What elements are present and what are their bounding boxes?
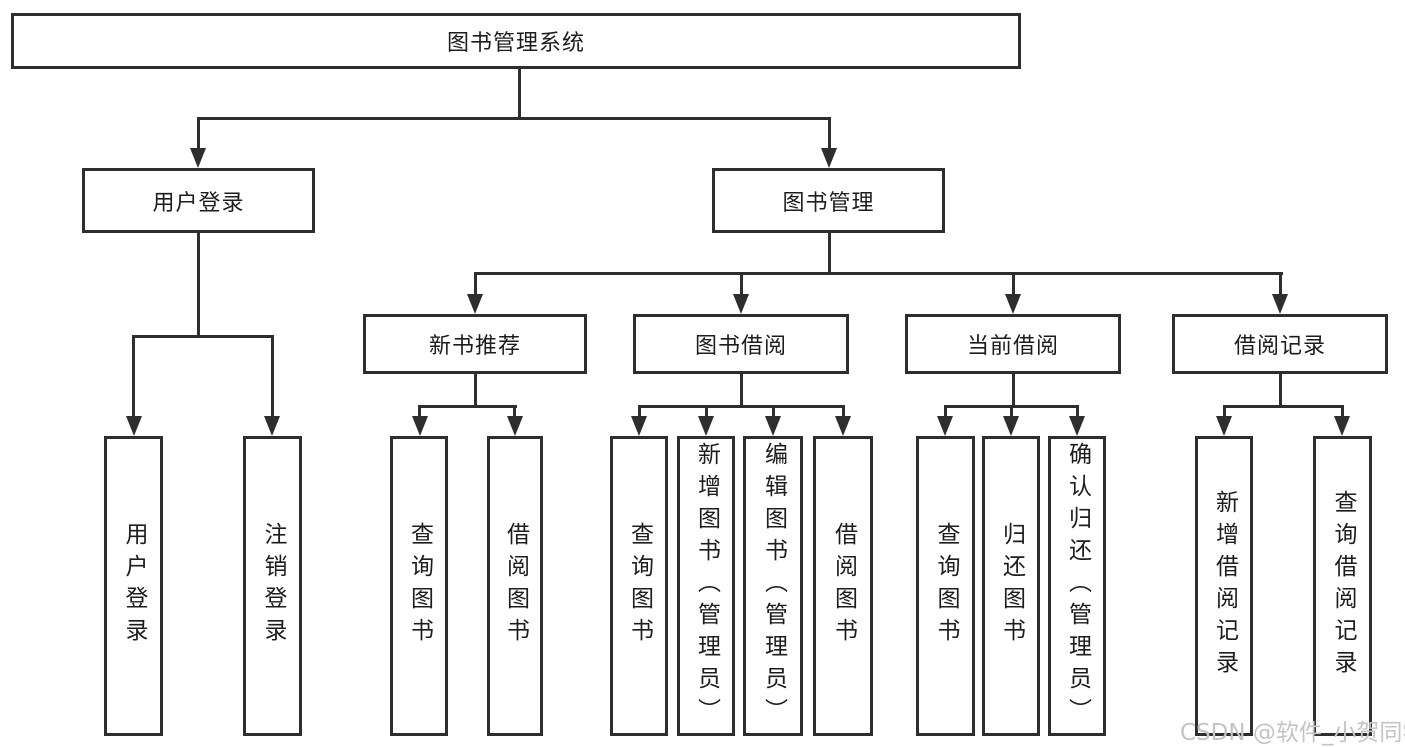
connector-segment <box>132 335 274 338</box>
leaf-return-book: 归还图书 <box>982 436 1040 736</box>
connector-segment <box>1076 405 1079 420</box>
node-book-management: 图书管理 <box>712 168 945 233</box>
arrow-down-icon <box>467 294 483 314</box>
leaf-logout-label: 注销登录 <box>260 522 286 650</box>
connector-segment <box>271 335 274 420</box>
leaf-query-books-borrowing-label: 查询图书 <box>626 522 653 650</box>
connector-segment <box>518 68 521 120</box>
arrow-down-icon <box>937 416 953 436</box>
arrow-down-icon <box>1003 416 1019 436</box>
leaf-query-books-current: 查询图书 <box>916 436 975 736</box>
arrow-down-icon <box>126 416 142 436</box>
node-library-management-system-label: 图书管理系统 <box>446 31 585 56</box>
arrow-down-icon <box>264 416 280 436</box>
leaf-edit-book-admin-label: 编辑图书（管理员） <box>760 442 787 730</box>
leaf-confirm-return-admin: 确认归还（管理员） <box>1048 436 1106 736</box>
arrow-down-icon <box>412 416 428 436</box>
node-library-management-system: 图书管理系统 <box>11 13 1021 69</box>
connector-segment <box>1012 272 1015 297</box>
leaf-borrow-books-recommend: 借阅图书 <box>487 436 543 736</box>
leaf-borrow-books-recommend-label: 借阅图书 <box>502 522 529 650</box>
connector-segment <box>513 405 516 420</box>
leaf-add-borrow-record: 新增借阅记录 <box>1195 436 1253 736</box>
arrow-down-icon <box>1272 294 1288 314</box>
leaf-query-books-recommend-label: 查询图书 <box>406 522 433 650</box>
leaf-user-login: 用户登录 <box>104 436 163 736</box>
connector-segment <box>132 335 135 420</box>
arrow-down-icon <box>1334 416 1350 436</box>
connector-segment <box>828 117 831 149</box>
connector-segment <box>474 374 477 408</box>
node-new-book-recommend-label: 新书推荐 <box>428 334 521 359</box>
connector-segment <box>418 405 517 408</box>
connector-segment <box>1223 405 1344 408</box>
node-user-login: 用户登录 <box>82 168 315 233</box>
connector-segment <box>740 374 743 408</box>
leaf-query-borrow-record-label: 查询借阅记录 <box>1330 490 1356 682</box>
leaf-return-book-label: 归还图书 <box>998 522 1025 650</box>
arrow-down-icon <box>821 148 837 168</box>
connector-segment <box>197 117 200 149</box>
arrow-down-icon <box>1216 416 1232 436</box>
connector-segment <box>474 272 1283 275</box>
arrow-down-icon <box>190 148 206 168</box>
arrow-down-icon <box>1005 294 1021 314</box>
csdn-watermark: CSDN @软件_小贺同学 <box>1180 720 1405 746</box>
connector-segment <box>1010 405 1013 420</box>
connector-segment <box>638 405 845 408</box>
connector-segment <box>944 405 947 420</box>
arrow-down-icon <box>733 294 749 314</box>
connector-segment <box>197 117 831 120</box>
connector-segment <box>474 272 477 297</box>
connector-segment <box>197 233 200 338</box>
connector-segment <box>705 405 708 420</box>
node-current-borrowing: 当前借阅 <box>905 314 1121 374</box>
connector-segment <box>740 272 743 297</box>
leaf-query-borrow-record: 查询借阅记录 <box>1313 436 1372 736</box>
arrow-down-icon <box>507 416 523 436</box>
leaf-add-book-admin: 新增图书（管理员） <box>677 436 735 736</box>
arrow-down-icon <box>631 416 647 436</box>
node-book-borrowing-label: 图书借阅 <box>694 334 787 359</box>
node-new-book-recommend: 新书推荐 <box>363 314 587 374</box>
node-book-borrowing: 图书借阅 <box>633 314 849 374</box>
node-user-login-label: 用户登录 <box>152 190 245 216</box>
connector-segment <box>1279 374 1282 408</box>
leaf-add-book-admin-label: 新增图书（管理员） <box>693 442 720 730</box>
leaf-user-login-label: 用户登录 <box>121 522 147 650</box>
connector-segment <box>1279 272 1282 297</box>
leaf-query-books-current-label: 查询图书 <box>933 522 959 650</box>
node-borrowing-records: 借阅记录 <box>1172 314 1388 374</box>
leaf-logout: 注销登录 <box>243 436 302 736</box>
connector-segment <box>1223 405 1226 420</box>
node-book-management-label: 图书管理 <box>782 190 875 216</box>
arrow-down-icon <box>765 416 781 436</box>
connector-segment <box>418 405 421 420</box>
leaf-query-books-recommend: 查询图书 <box>390 436 448 736</box>
connector-segment <box>842 405 845 420</box>
leaf-add-borrow-record-label: 新增借阅记录 <box>1211 490 1238 682</box>
arrow-down-icon <box>835 416 851 436</box>
node-current-borrowing-label: 当前借阅 <box>966 334 1059 359</box>
node-borrowing-records-label: 借阅记录 <box>1233 334 1326 359</box>
connector-segment <box>772 405 775 420</box>
arrow-down-icon <box>1069 416 1085 436</box>
connector-segment <box>1012 374 1015 408</box>
connector-segment <box>828 233 831 275</box>
connector-segment <box>638 405 641 420</box>
arrow-down-icon <box>698 416 714 436</box>
leaf-borrow-books-borrowing-label: 借阅图书 <box>830 522 857 650</box>
leaf-query-books-borrowing: 查询图书 <box>610 436 668 736</box>
leaf-edit-book-admin: 编辑图书（管理员） <box>743 436 803 736</box>
connector-segment <box>1341 405 1344 420</box>
leaf-borrow-books-borrowing: 借阅图书 <box>813 436 873 736</box>
leaf-confirm-return-admin-label: 确认归还（管理员） <box>1064 442 1091 730</box>
